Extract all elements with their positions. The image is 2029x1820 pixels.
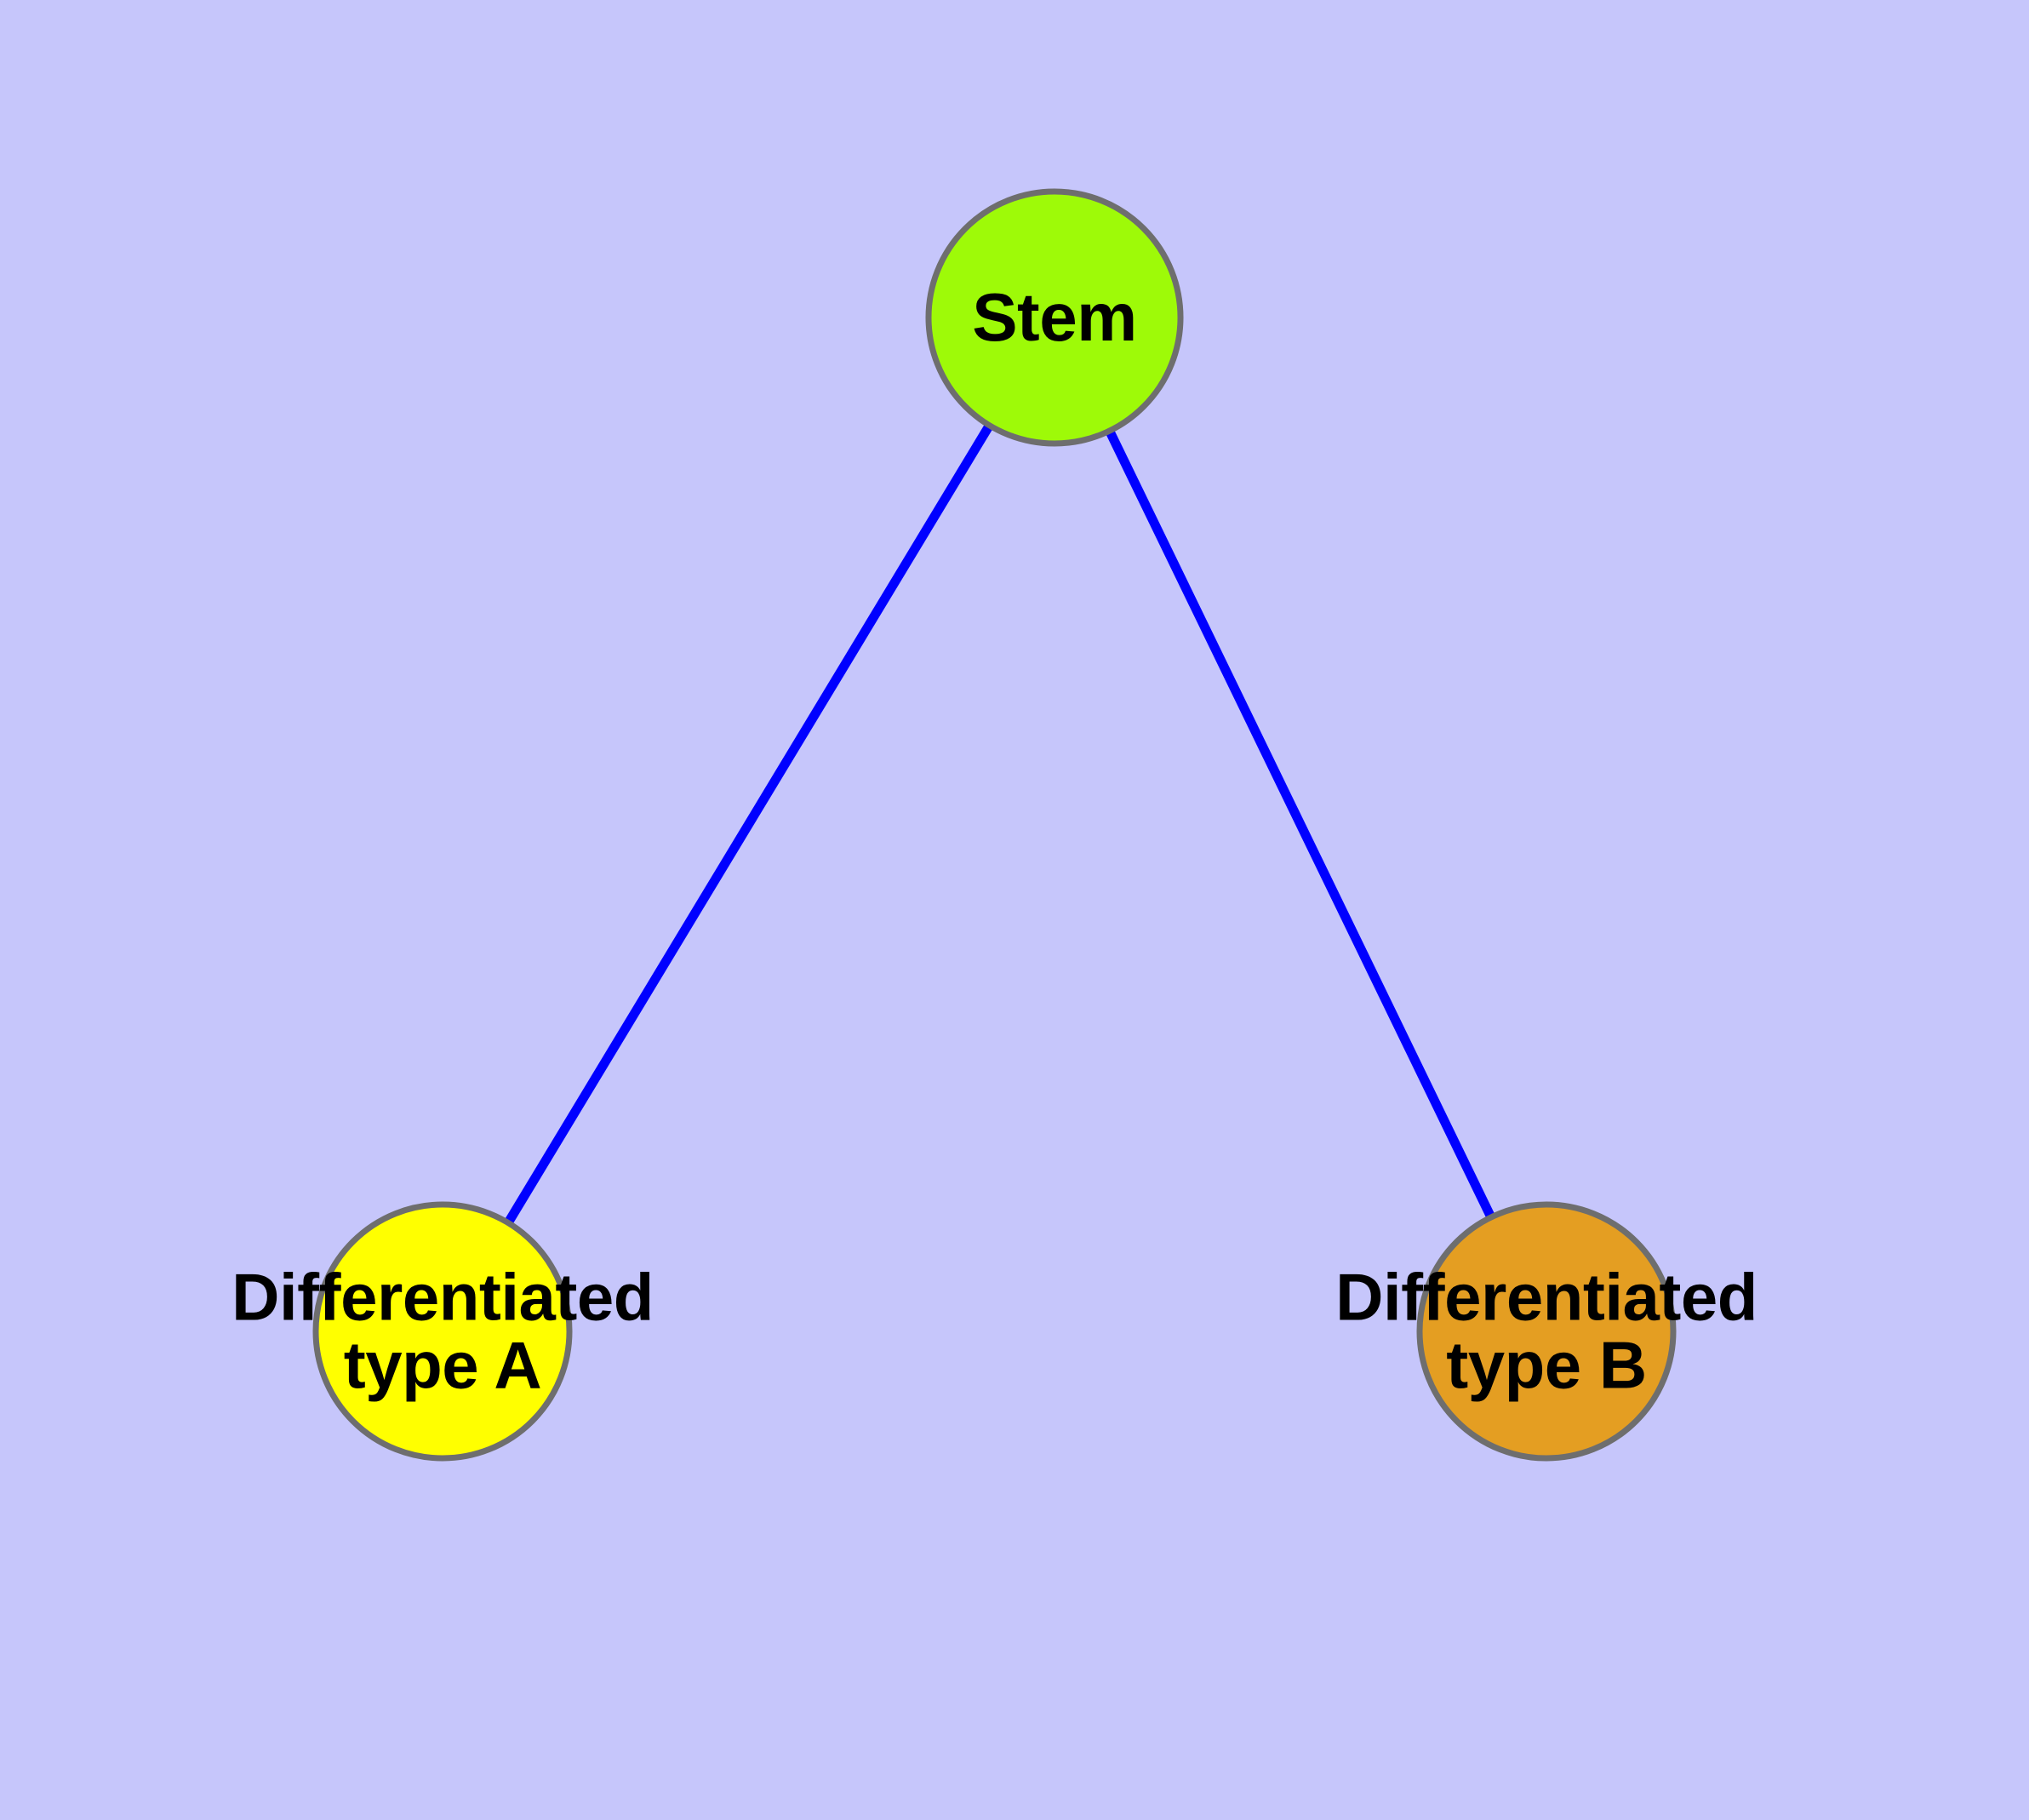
nodes-layer — [312, 188, 1677, 1462]
edge-stem-to-type-b[interactable] — [1050, 315, 1551, 1334]
node-circle-type_b[interactable] — [1416, 1201, 1677, 1462]
edges-layer — [438, 315, 1551, 1334]
edge-stem-to-type-a[interactable] — [438, 315, 1059, 1334]
node-circle-stem[interactable] — [925, 188, 1184, 447]
node-circle-type_a[interactable] — [312, 1201, 573, 1462]
